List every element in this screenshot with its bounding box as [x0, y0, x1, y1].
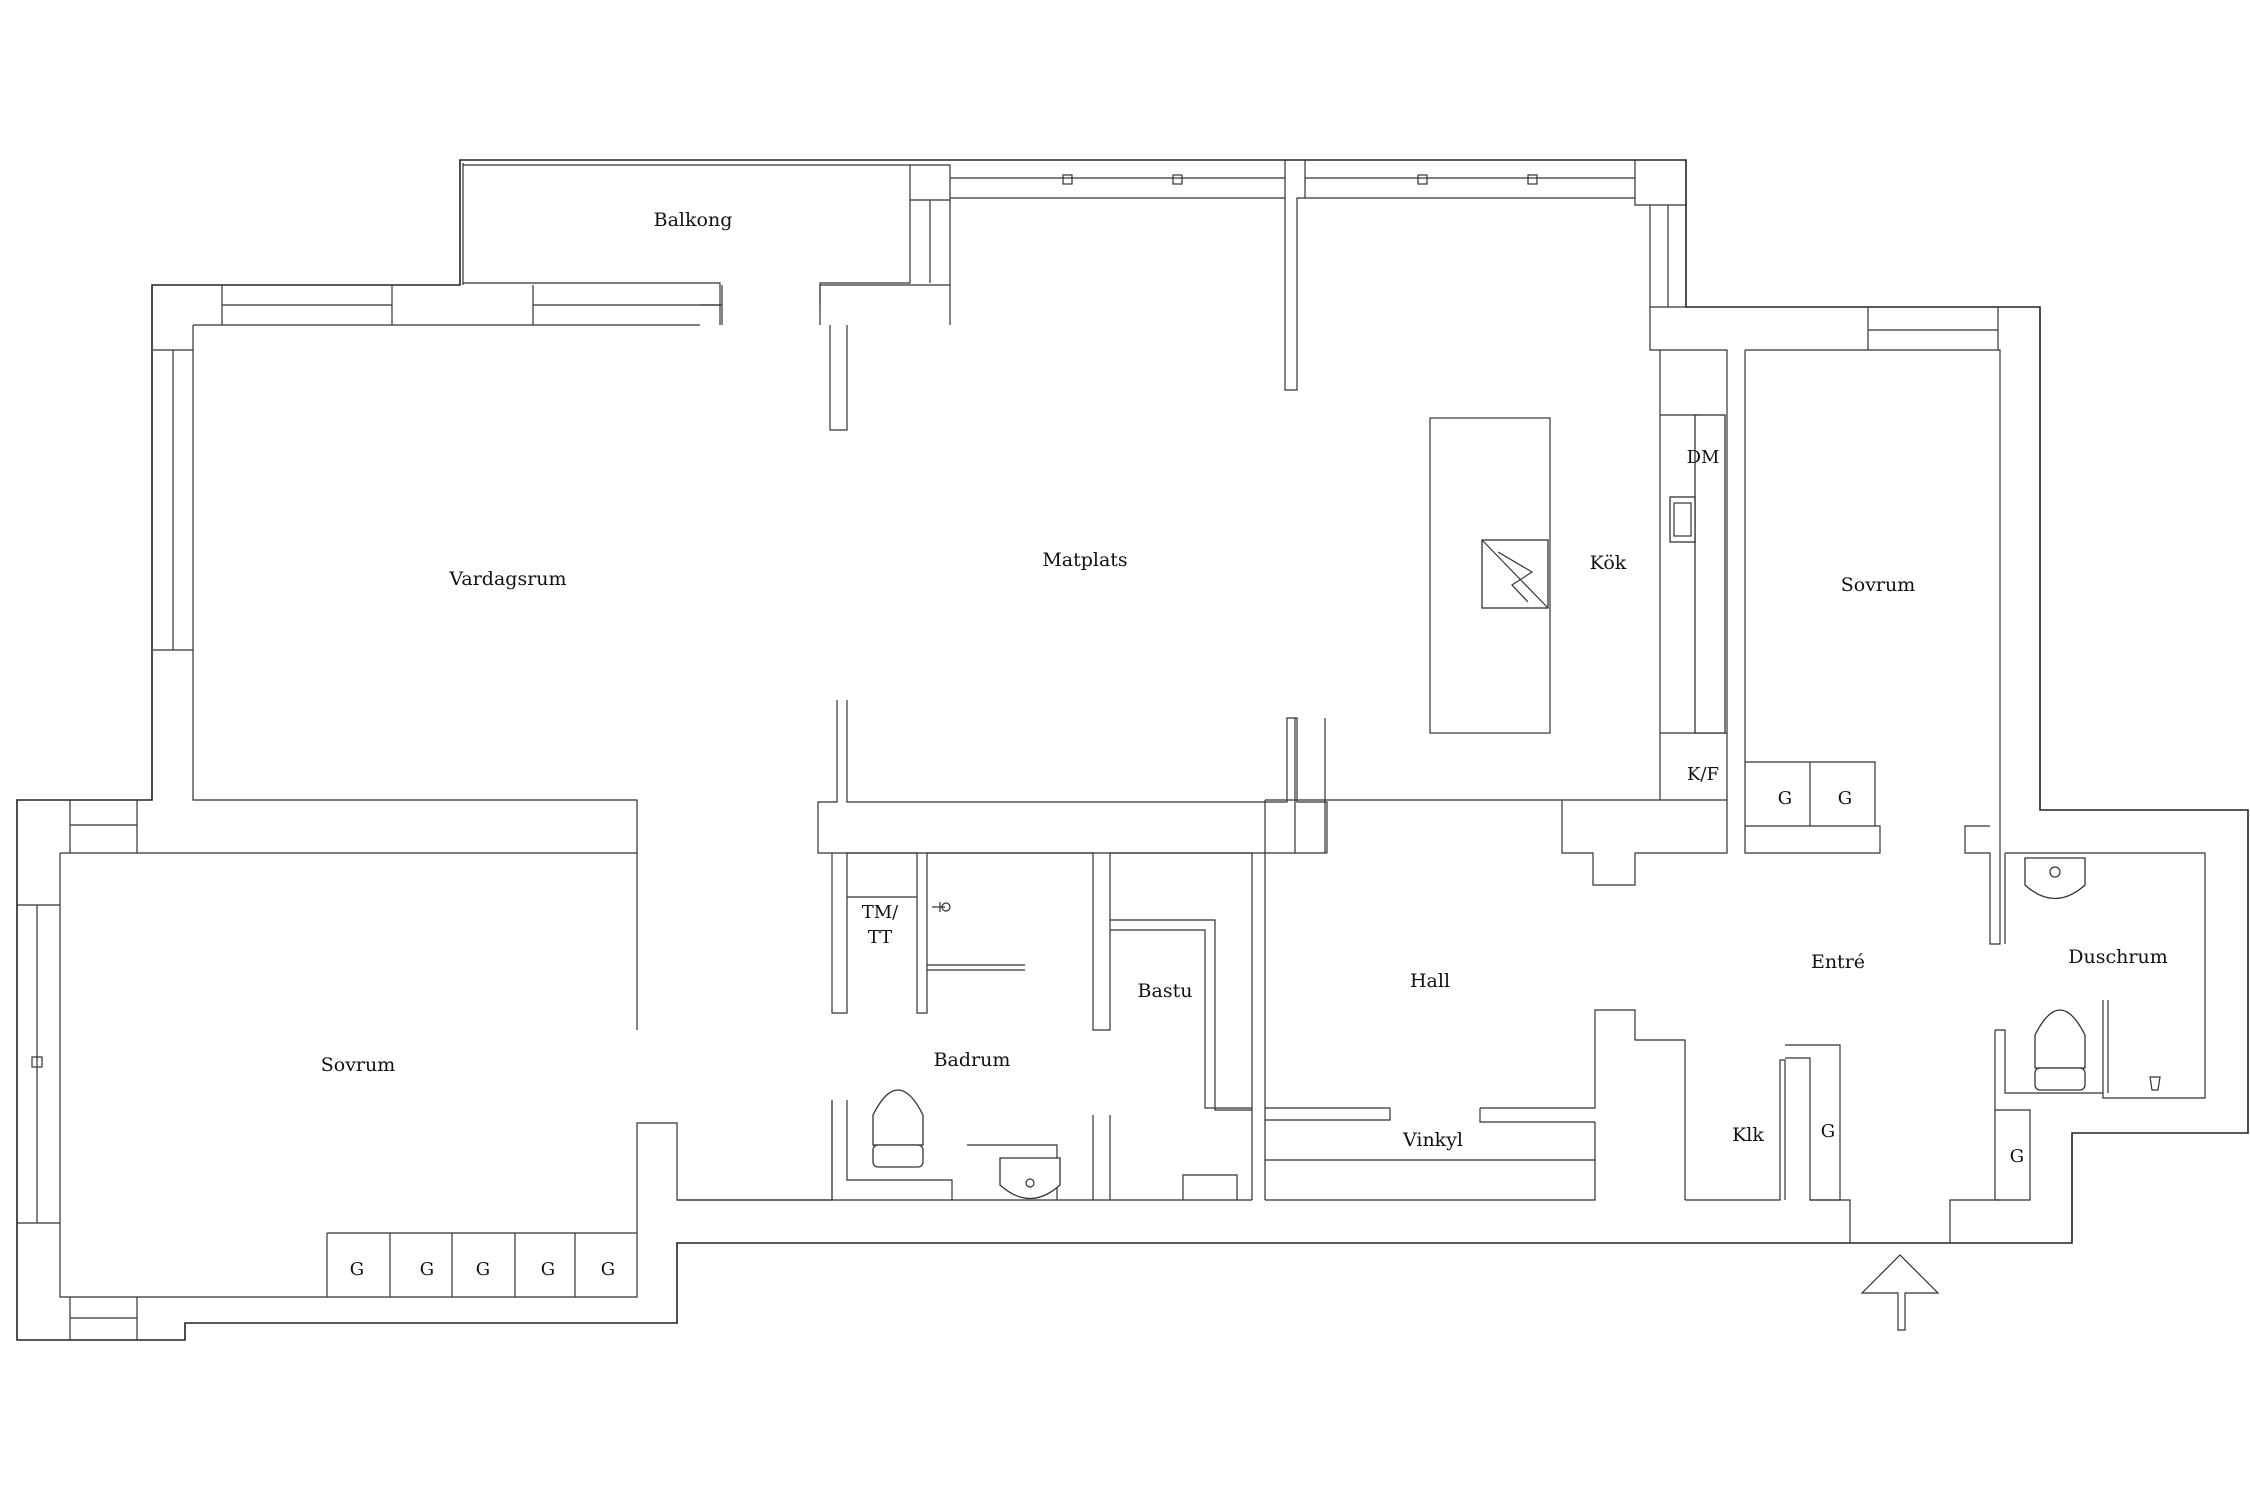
room-label-duschrum: Duschrum — [2068, 946, 2167, 968]
wardrobe-label: G — [420, 1259, 434, 1280]
toilet-icon — [872, 1089, 924, 1168]
shower-room — [1994, 852, 2206, 1201]
shower-icon — [2149, 1076, 2161, 1091]
room-label-vinkyl: Vinkyl — [1402, 1129, 1463, 1151]
label-kf: K/F — [1687, 764, 1719, 785]
room-label-kok: Kök — [1590, 552, 1627, 574]
wardrobe-label: G — [541, 1259, 555, 1280]
room-labels: Balkong Vardagsrum Matplats Kök Sovrum S… — [321, 209, 2168, 1280]
room-label-bastu: Bastu — [1138, 980, 1193, 1002]
faucet-icon — [932, 902, 951, 912]
room-label-badrum: Badrum — [934, 1049, 1011, 1071]
wardrobe-label: G — [2010, 1146, 2024, 1167]
room-label-balkong: Balkong — [654, 209, 733, 231]
entrance-arrow-icon — [1860, 1254, 1940, 1331]
countertop — [1694, 414, 1726, 734]
bathroom — [677, 852, 1253, 1201]
wardrobe-label: G — [476, 1259, 490, 1280]
label-dm: DM — [1687, 447, 1720, 468]
room-label-entre: Entré — [1811, 951, 1865, 973]
room-label-sovrum-left: Sovrum — [321, 1054, 396, 1076]
balcony — [463, 164, 951, 431]
top-windows — [950, 160, 1686, 391]
kitchen — [1429, 307, 1728, 886]
toilet-icon — [2034, 1009, 2086, 1091]
room-label-klk: Klk — [1732, 1124, 1764, 1146]
room-label-sovrum-right: Sovrum — [1841, 574, 1916, 596]
room-label-hall: Hall — [1410, 970, 1450, 992]
wardrobe-label: G — [350, 1259, 364, 1280]
wardrobe-label: G — [1778, 788, 1792, 809]
room-label-matplats: Matplats — [1042, 549, 1127, 571]
washbasin-icon — [999, 1157, 1061, 1199]
room-label-vardagsrum: Vardagsrum — [448, 568, 566, 590]
outer-walls — [16, 159, 2249, 1341]
label-tmtt-1: TM/ — [862, 902, 899, 923]
wardrobes-left — [326, 1232, 637, 1297]
washbasin-icon — [2024, 857, 2086, 899]
label-tmtt-2: TT — [868, 927, 892, 948]
sink-icon — [1669, 496, 1696, 543]
partition-walls — [817, 700, 1328, 854]
kitchen-island — [1429, 417, 1551, 734]
wardrobe-label: G — [1821, 1121, 1835, 1142]
right-bedroom — [1744, 307, 2001, 945]
wardrobe-label: G — [601, 1259, 615, 1280]
stove-icon — [1481, 539, 1549, 609]
wardrobe-label: G — [1838, 788, 1852, 809]
hall-area — [1264, 718, 2000, 1243]
